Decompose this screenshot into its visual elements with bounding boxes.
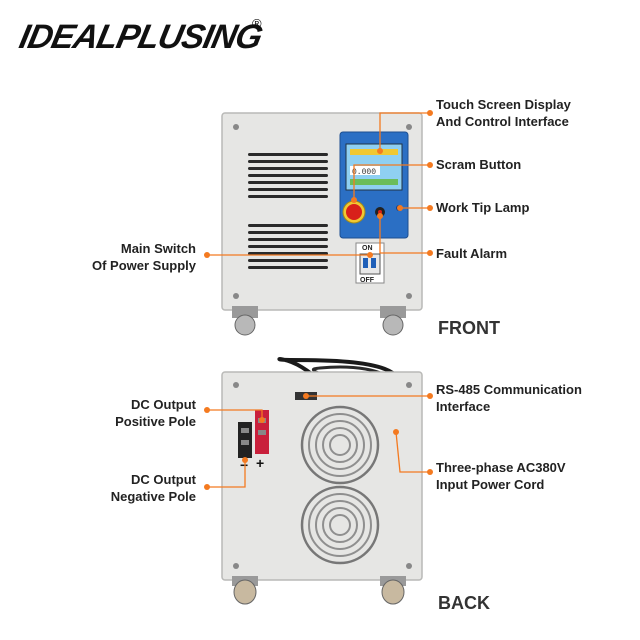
- front-unit: 0.000 ON OFF: [221, 112, 423, 336]
- callout-scram-button: Scram Button: [436, 156, 521, 173]
- callout-lines: [207, 112, 430, 488]
- callout-three-phase: Three-phase AC380V Input Power Cord: [436, 459, 566, 493]
- callout-three-phase-line1: Three-phase AC380V: [436, 460, 566, 475]
- callout-dc-positive-line2: Positive Pole: [115, 414, 196, 429]
- switch-on-label: ON: [362, 245, 373, 252]
- callout-dc-positive-line1: DC Output: [131, 397, 196, 412]
- fan-top: [300, 405, 380, 485]
- fan-bottom: [300, 485, 380, 565]
- registered-mark: ®: [252, 16, 262, 31]
- callout-fault-alarm-text: Fault Alarm: [436, 246, 508, 261]
- callout-work-tip-lamp: Work Tip Lamp: [436, 199, 529, 216]
- svg-text:−: −: [240, 457, 248, 473]
- callout-touch-screen: Touch Screen Display And Control Interfa…: [436, 96, 571, 130]
- callout-dc-positive: DC Output Positive Pole: [90, 396, 196, 430]
- callout-work-tip-lamp-text: Work Tip Lamp: [436, 200, 530, 215]
- callout-main-switch: Main Switch Of Power Supply: [90, 240, 196, 274]
- display-readout: 0.000: [352, 168, 376, 177]
- callout-rs485: RS-485 Communication Interface: [436, 381, 582, 415]
- svg-text:+: +: [256, 455, 264, 471]
- switch-off-label: OFF: [360, 277, 375, 284]
- callout-dc-negative-line1: DC Output: [131, 472, 196, 487]
- back-unit: − +: [221, 357, 423, 605]
- callout-touch-screen-line2: And Control Interface: [436, 114, 569, 129]
- callout-dc-negative-line2: Negative Pole: [110, 489, 196, 504]
- callout-touch-screen-line1: Touch Screen Display: [436, 97, 571, 112]
- callout-three-phase-line2: Input Power Cord: [436, 477, 545, 492]
- back-title: BACK: [438, 593, 490, 613]
- callout-fault-alarm: Fault Alarm: [436, 245, 507, 262]
- callout-scram-button-text: Scram Button: [436, 157, 522, 172]
- callout-dots: [204, 110, 433, 490]
- callout-rs485-line1: RS-485 Communication: [436, 382, 582, 397]
- callout-rs485-line2: Interface: [436, 399, 491, 414]
- callout-dc-negative: DC Output Negative Pole: [90, 471, 196, 505]
- callout-main-switch-line1: Main Switch: [120, 241, 196, 256]
- callout-main-switch-line2: Of Power Supply: [91, 258, 196, 273]
- front-title: FRONT: [438, 318, 500, 338]
